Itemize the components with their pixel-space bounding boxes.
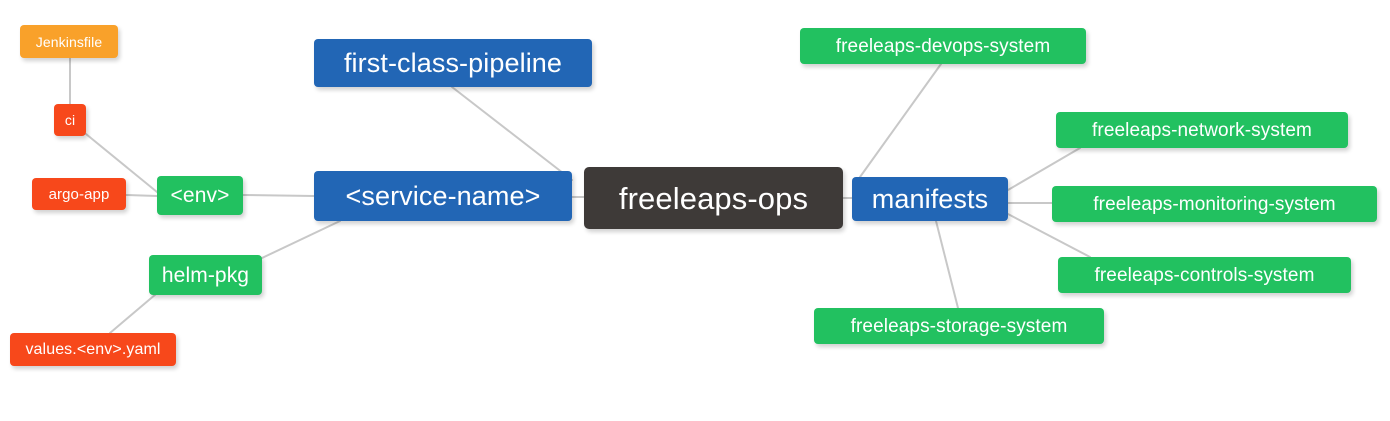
- mindmap-node-freeleaps-network-system[interactable]: freeleaps-network-system: [1056, 112, 1348, 148]
- mindmap-node-argo-app[interactable]: argo-app: [32, 178, 126, 210]
- edge-manifests-to-freeleaps-storage-system: [935, 220, 959, 309]
- mindmap-node-env[interactable]: <env>: [157, 176, 243, 215]
- mindmap-node-ci[interactable]: ci: [54, 104, 86, 136]
- mindmap-node-first-class-pipeline[interactable]: first-class-pipeline: [314, 39, 592, 87]
- edge-manifests-to-freeleaps-network-system: [1007, 147, 1081, 191]
- mindmap-node-freeleaps-ops[interactable]: freeleaps-ops: [584, 167, 843, 229]
- mindmap-node-freeleaps-monitoring-system[interactable]: freeleaps-monitoring-system: [1052, 186, 1377, 222]
- mindmap-node-service-name[interactable]: <service-name>: [314, 171, 572, 221]
- mindmap-node-freeleaps-devops-system[interactable]: freeleaps-devops-system: [800, 28, 1086, 64]
- mindmap-node-freeleaps-controls-system[interactable]: freeleaps-controls-system: [1058, 257, 1351, 293]
- edge-service-name-to-helm-pkg: [261, 220, 341, 259]
- edge-manifests-to-freeleaps-devops-system: [859, 63, 942, 178]
- mindmap-node-manifests[interactable]: manifests: [852, 177, 1008, 221]
- edge-argo-app-to-env: [125, 194, 158, 197]
- mindmap-node-freeleaps-storage-system[interactable]: freeleaps-storage-system: [814, 308, 1104, 344]
- edge-service-name-to-first-class-pipeline: [451, 86, 573, 181]
- mindmap-node-jenkinsfile[interactable]: Jenkinsfile: [20, 25, 118, 58]
- mindmap-node-values-yaml[interactable]: values.<env>.yaml: [10, 333, 176, 366]
- edge-helm-pkg-to-values-yaml: [109, 293, 157, 334]
- edge-env-to-service-name: [242, 194, 315, 197]
- mindmap-node-helm-pkg[interactable]: helm-pkg: [149, 255, 262, 295]
